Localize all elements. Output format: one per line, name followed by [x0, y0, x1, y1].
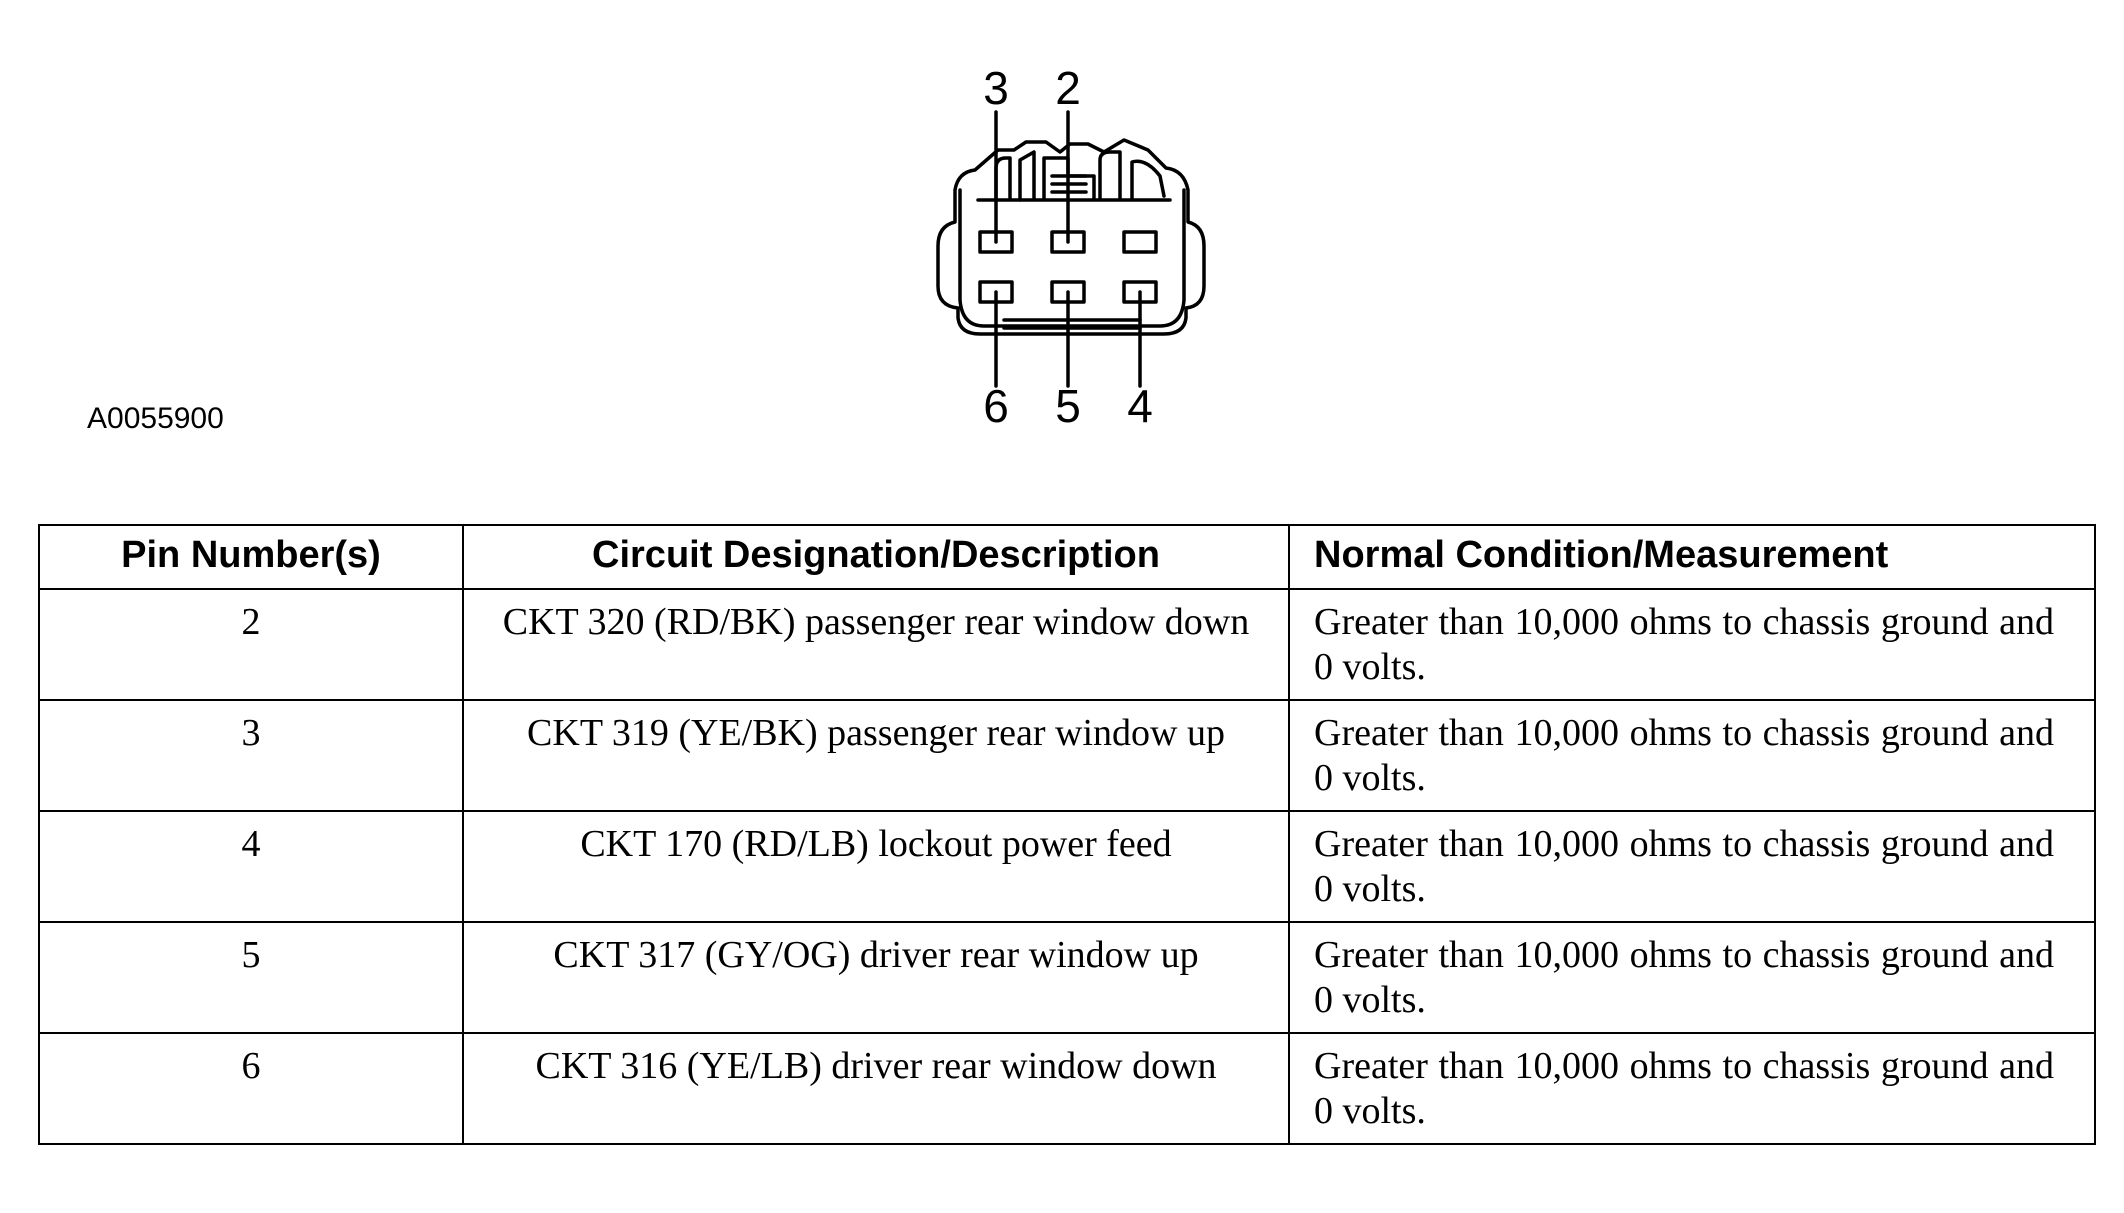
table-row: 3 CKT 319 (YE/BK) passenger rear window … [38, 699, 2096, 812]
connector-inner-outline [958, 188, 1186, 328]
pin-cavity-1 [1122, 230, 1158, 254]
pin-number-cell: 4 [38, 810, 464, 923]
pin-label-4: 4 [1127, 380, 1153, 432]
circuit-cell: CKT 317 (GY/OG) driver rear window up [462, 921, 1290, 1034]
header-normal-condition: Normal Condition/Measurement [1288, 524, 2096, 590]
table-row: 6 CKT 316 (YE/LB) driver rear window dow… [38, 1032, 2096, 1145]
connector-outline [936, 138, 1206, 336]
table-row: 5 CKT 317 (GY/OG) driver rear window up … [38, 921, 2096, 1034]
circuit-cell: CKT 316 (YE/LB) driver rear window down [462, 1032, 1290, 1145]
measurement-cell: Greater than 10,000 ohms to chassis grou… [1288, 921, 2096, 1034]
pin-label-3: 3 [983, 62, 1009, 114]
table-header-row: Pin Number(s) Circuit Designation/Descri… [38, 524, 2096, 590]
pin-number-cell: 2 [38, 588, 464, 701]
header-circuit-designation: Circuit Designation/Description [462, 524, 1290, 590]
pin-table: Pin Number(s) Circuit Designation/Descri… [38, 524, 2096, 1145]
measurement-cell: Greater than 10,000 ohms to chassis grou… [1288, 1032, 2096, 1145]
table-row: 2 CKT 320 (RD/BK) passenger rear window … [38, 588, 2096, 701]
header-pin-numbers: Pin Number(s) [38, 524, 464, 590]
measurement-cell: Greater than 10,000 ohms to chassis grou… [1288, 810, 2096, 923]
table-row: 4 CKT 170 (RD/LB) lockout power feed Gre… [38, 810, 2096, 923]
pin-number-cell: 5 [38, 921, 464, 1034]
pin-label-5: 5 [1055, 380, 1081, 432]
figure-id: A0055900 [87, 402, 224, 435]
circuit-cell: CKT 319 (YE/BK) passenger rear window up [462, 699, 1290, 812]
pin-number-cell: 6 [38, 1032, 464, 1145]
connector-figure: 3 2 6 5 4 A0055900 [0, 0, 2124, 470]
measurement-cell: Greater than 10,000 ohms to chassis grou… [1288, 588, 2096, 701]
pin-number-cell: 3 [38, 699, 464, 812]
pin-label-6: 6 [983, 380, 1009, 432]
circuit-cell: CKT 320 (RD/BK) passenger rear window do… [462, 588, 1290, 701]
connector-latch [994, 156, 1012, 200]
pin-label-2: 2 [1055, 62, 1081, 114]
measurement-cell: Greater than 10,000 ohms to chassis grou… [1288, 699, 2096, 812]
circuit-cell: CKT 170 (RD/LB) lockout power feed [462, 810, 1290, 923]
connector-face-diagram: 3 2 6 5 4 [936, 62, 1206, 432]
